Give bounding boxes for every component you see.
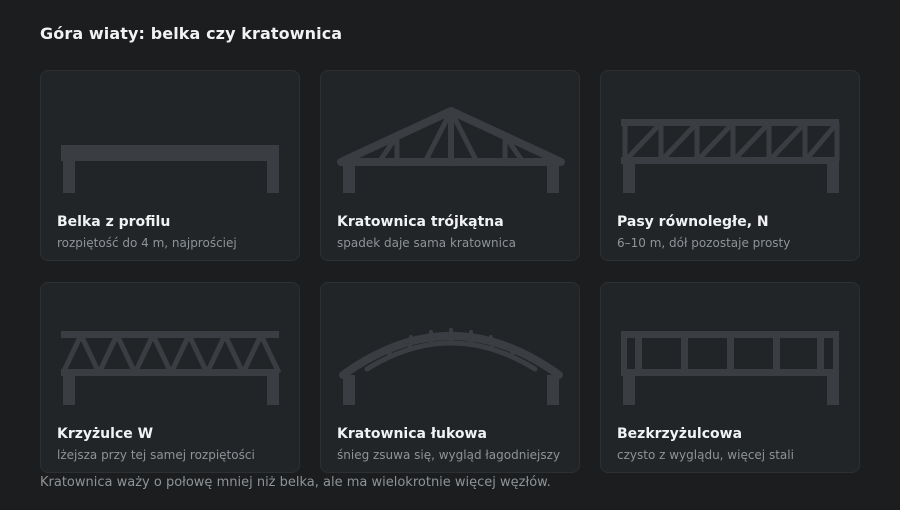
option-title: Krzyżulce W <box>57 426 154 442</box>
option-title: Pasy równoległe, N <box>617 214 769 230</box>
vierendeel-truss-icon <box>621 331 839 405</box>
option-title: Kratownica trójkątna <box>337 214 504 230</box>
arched-truss-icon <box>339 328 563 405</box>
option-subtitle: śnieg zsuwa się, wygląd łagodniejszy <box>337 448 561 462</box>
options-grid: Belka z profilu rozpiętość do 4 m, najpr… <box>40 70 860 473</box>
option-card-parallel-n[interactable]: Pasy równoległe, N 6–10 m, dół pozostaje… <box>600 70 860 261</box>
page-title: Góra wiaty: belka czy kratownica <box>40 24 343 43</box>
option-title: Belka z profilu <box>57 214 171 230</box>
w-truss-icon <box>60 331 282 405</box>
parallel-n-truss-icon <box>621 119 840 193</box>
footnote: Kratownica waży o połowę mniej niż belka… <box>40 475 551 490</box>
option-title: Bezkrzyżulcowa <box>617 426 743 442</box>
option-title: Kratownica łukowa <box>337 426 487 442</box>
option-subtitle: lżejsza przy tej samej rozpiętości <box>57 448 255 462</box>
solid-beam-icon <box>61 145 279 193</box>
option-subtitle: 6–10 m, dół pozostaje prosty <box>617 236 791 250</box>
option-card-beam[interactable]: Belka z profilu rozpiętość do 4 m, najpr… <box>40 70 300 261</box>
option-card-w-truss[interactable]: Krzyżulce W lżejsza przy tej samej rozpi… <box>40 282 300 473</box>
option-card-arched[interactable]: Kratownica łukowa śnieg zsuwa się, wyglą… <box>320 282 580 473</box>
option-subtitle: spadek daje sama kratownica <box>337 236 516 250</box>
option-card-triangular[interactable]: Kratownica trójkątna spadek daje sama kr… <box>320 70 580 261</box>
option-card-vierendeel[interactable]: Bezkrzyżulcowa czysto z wyglądu, więcej … <box>600 282 860 473</box>
triangular-truss-icon <box>337 107 565 193</box>
option-subtitle: rozpiętość do 4 m, najprościej <box>57 236 237 250</box>
option-subtitle: czysto z wyglądu, więcej stali <box>617 448 794 462</box>
